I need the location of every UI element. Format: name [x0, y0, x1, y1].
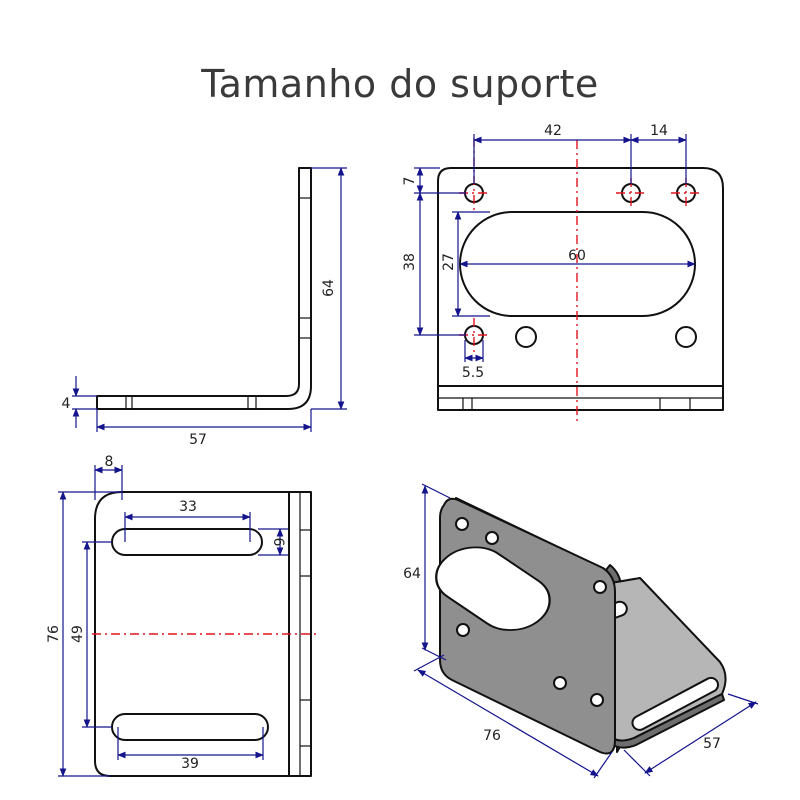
bottom-edge-offset-label: 8	[105, 454, 114, 470]
bottom-view: 8 33 6 76 49 39	[46, 454, 318, 777]
bottom-total-height-label: 76	[46, 625, 62, 643]
bottom-slot-top-length-label: 33	[179, 499, 197, 515]
bottom-slot-spacing-label: 49	[70, 625, 86, 643]
front-hole-bottom-right	[675, 326, 697, 348]
front-top-offset-label: 7	[402, 177, 418, 186]
front-view: 42 14 7 38 27 60 5.5	[402, 123, 724, 422]
side-length-label: 57	[189, 432, 207, 448]
front-slot-width-label: 60	[568, 248, 586, 264]
isometric-view: 64 76 57	[403, 483, 759, 779]
side-height-label: 64	[321, 279, 337, 297]
iso-hole	[590, 693, 604, 707]
side-view-outline	[96, 167, 312, 410]
front-hole-dia-label: 5.5	[462, 365, 484, 381]
iso-plate-slot	[435, 546, 551, 631]
bottom-slot-bottom-length-label: 39	[181, 756, 199, 772]
iso-hole	[593, 580, 607, 594]
iso-hole	[553, 676, 567, 690]
iso-height-label: 64	[403, 566, 421, 582]
side-view: 64 4 57	[62, 167, 347, 448]
front-slot-height-label: 27	[441, 253, 457, 271]
iso-hole	[455, 517, 469, 531]
page-title: Tamanho do suporte	[201, 62, 599, 106]
front-hole-bottom-mid	[515, 326, 537, 348]
side-thickness-label: 4	[62, 396, 71, 412]
iso-width-label: 76	[483, 728, 501, 744]
iso-hole	[456, 623, 470, 637]
bottom-slot-width-label: 6	[270, 538, 286, 547]
front-hole-span-label: 38	[402, 253, 418, 271]
bottom-slot-bottom	[111, 713, 269, 741]
front-top-span-label: 42	[544, 123, 562, 139]
bottom-slot-top	[111, 528, 263, 556]
iso-depth-label: 57	[703, 736, 721, 752]
iso-hole	[485, 531, 499, 545]
front-right-span-label: 14	[650, 123, 668, 139]
